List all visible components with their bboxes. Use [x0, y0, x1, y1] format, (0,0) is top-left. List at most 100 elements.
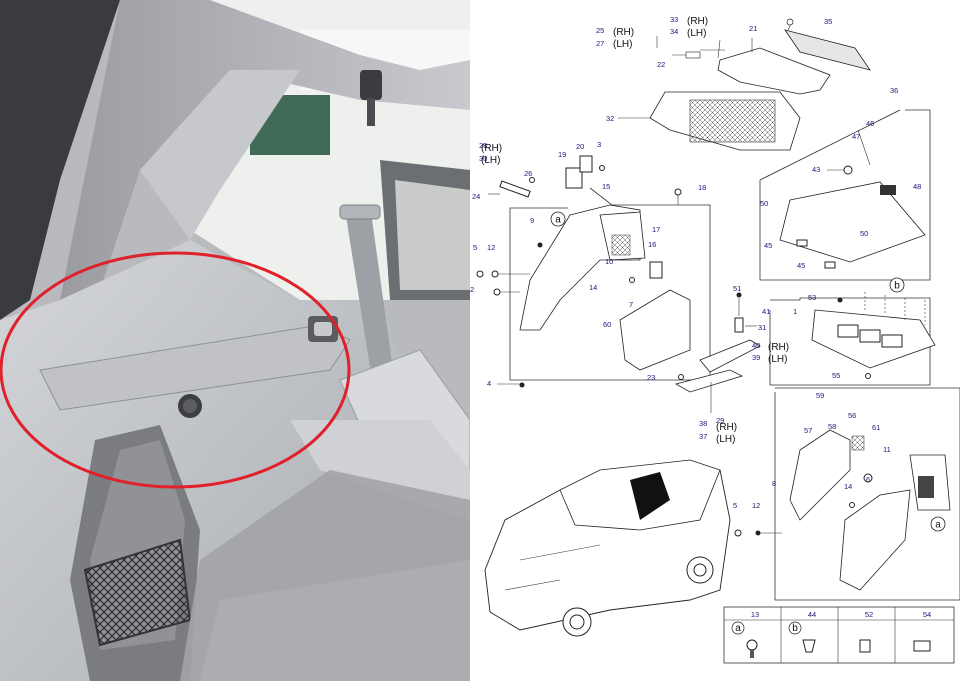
side-label-rh: (RH)	[768, 342, 789, 353]
vehicle-illustration	[484, 459, 731, 637]
callout-31: 31	[758, 323, 766, 332]
callout-51: 51	[733, 284, 741, 293]
side-label-lh: (LH)	[687, 28, 706, 39]
callout-17: 17	[652, 225, 660, 234]
callout-16: 16	[648, 240, 656, 249]
scuff-plate-group	[674, 292, 761, 413]
circle-marker	[550, 211, 566, 227]
highlight-ellipse	[0, 251, 351, 489]
circle-marker-label: a	[935, 520, 941, 531]
parts-diagram: 2527333422213532364647434850504545283019…	[470, 15, 960, 664]
callout-6: 6	[866, 475, 870, 484]
belt-anchor	[360, 70, 382, 100]
callout-53: 53	[808, 293, 816, 302]
callout-61: 61	[872, 423, 880, 432]
callout-7: 7	[629, 300, 633, 309]
luggage-board-assembly	[759, 109, 931, 281]
callout-43: 43	[812, 165, 820, 174]
callout-29: 29	[716, 416, 724, 425]
callout-5a: 5	[473, 243, 477, 252]
callout-45b: 45	[797, 261, 805, 270]
legend-marker-label: a	[735, 623, 741, 634]
callout-36: 36	[890, 86, 898, 95]
callout-28: 28	[479, 141, 487, 150]
circle-marker-label: a	[555, 215, 561, 226]
callout-32: 32	[606, 114, 614, 123]
cover-60	[619, 289, 691, 371]
circle-marker	[930, 516, 946, 532]
callout-10: 10	[605, 257, 613, 266]
side-label-lh: (LH)	[613, 39, 632, 50]
callout-3: 3	[597, 140, 601, 149]
callout-38: 38	[699, 419, 707, 428]
trim-clip-group	[488, 155, 605, 198]
trim-lh-box	[734, 387, 960, 601]
callout-33: 33	[670, 15, 678, 24]
legend-marker	[788, 621, 802, 635]
cargo-cover-21	[717, 47, 831, 95]
circle-marker	[889, 277, 905, 293]
callout-8: 8	[772, 479, 776, 488]
legend-table	[723, 606, 955, 664]
callout-14b: 14	[844, 482, 852, 491]
callout-20: 20	[576, 142, 584, 151]
callout-35: 35	[824, 17, 832, 26]
trim-lh	[789, 429, 851, 521]
luggage-board	[779, 181, 926, 263]
callout-19: 19	[558, 150, 566, 159]
callout-40: 40	[752, 341, 760, 350]
luggage-tray-group	[769, 292, 936, 386]
callout-4: 4	[487, 379, 491, 388]
quarter-trim-box	[476, 187, 711, 388]
callout-58: 58	[828, 422, 836, 431]
callout-56: 56	[848, 411, 856, 420]
callout-39: 39	[752, 353, 760, 362]
side-label-layer: (RH)(LH)(RH)(LH)(RH)(LH)(RH)(LH)(RH)(LH)	[481, 16, 789, 445]
callout-50b: 50	[860, 229, 868, 238]
callout-48: 48	[913, 182, 921, 191]
callout-25: 25	[596, 26, 604, 35]
callout-15: 15	[602, 182, 610, 191]
callout-5b: 5	[733, 501, 737, 510]
callout-59: 59	[816, 391, 824, 400]
callout-26: 26	[524, 169, 532, 178]
side-label-rh: (RH)	[481, 143, 502, 154]
callout-41: 41	[762, 307, 770, 316]
callout-55: 55	[832, 371, 840, 380]
door-frame	[0, 0, 120, 320]
legend-marker-label: b	[792, 623, 798, 634]
callout-47: 47	[852, 132, 860, 141]
side-label-lh: (LH)	[768, 354, 787, 365]
callout-2: 2	[470, 285, 474, 294]
callout-50a: 50	[760, 199, 768, 208]
legend-part-number: 13	[751, 610, 759, 619]
legend-part-number: 54	[923, 610, 931, 619]
cargo-cover-group	[618, 18, 871, 151]
callout-46: 46	[866, 119, 874, 128]
callout-57: 57	[804, 426, 812, 435]
side-label-lh: (LH)	[481, 155, 500, 166]
callout-30: 30	[479, 154, 487, 163]
callout-21: 21	[749, 24, 757, 33]
callout-24: 24	[472, 192, 480, 201]
side-label-rh: (RH)	[613, 27, 634, 38]
callout-9: 9	[530, 216, 534, 225]
callout-23: 23	[647, 373, 655, 382]
c-pillar-trim	[140, 70, 300, 240]
side-label-rh: (RH)	[716, 422, 737, 433]
cargo-net	[83, 538, 192, 647]
callout-1: 1	[793, 307, 797, 316]
callout-14a: 14	[589, 283, 597, 292]
legend-part-number: 52	[865, 610, 873, 619]
callout-27: 27	[596, 39, 604, 48]
side-label-rh: (RH)	[687, 16, 708, 27]
marker-layer: aba	[550, 211, 946, 532]
callout-11: 11	[883, 445, 891, 454]
sill-plate-35	[784, 29, 871, 71]
callout-45a: 45	[764, 241, 772, 250]
callout-60: 60	[603, 320, 611, 329]
callout-12a: 12	[487, 243, 495, 252]
